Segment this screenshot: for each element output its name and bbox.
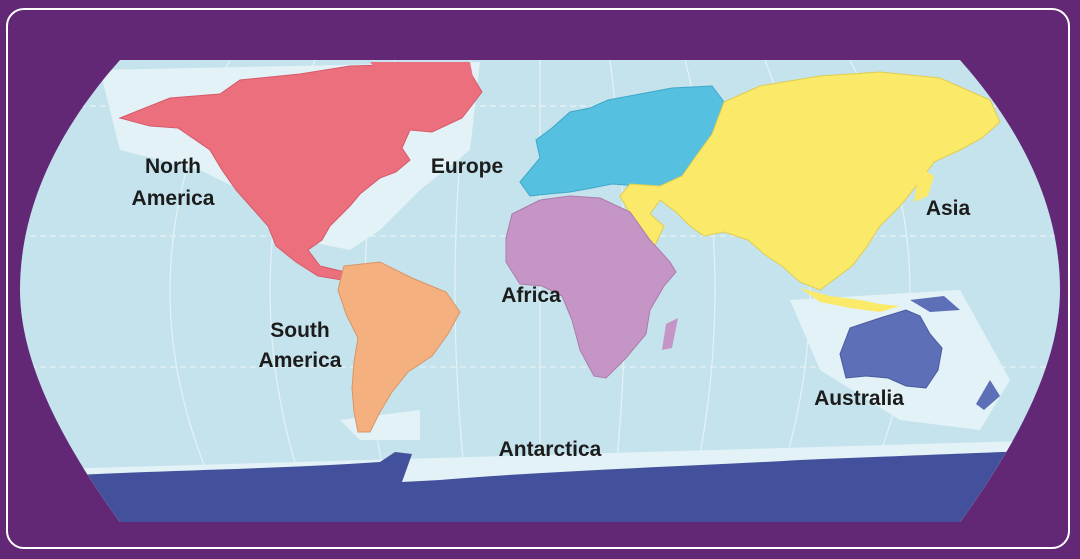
asia xyxy=(619,71,1001,291)
madagascar xyxy=(662,318,678,350)
australia xyxy=(839,309,943,389)
new-zealand xyxy=(976,380,1000,410)
label-europe: Europe xyxy=(431,155,503,178)
label-north-america: America xyxy=(132,187,215,210)
label-antarctica: Antarctica xyxy=(499,438,602,461)
south-america xyxy=(337,261,461,433)
indonesia xyxy=(800,288,900,312)
label-australia: Australia xyxy=(814,387,904,410)
label-north-america: North xyxy=(145,155,201,178)
greenland xyxy=(370,62,476,128)
antarctica xyxy=(20,450,1060,522)
label-south-america: America xyxy=(259,349,342,372)
map-frame xyxy=(6,8,1070,549)
label-south-america: South xyxy=(270,319,329,342)
japan xyxy=(914,168,934,202)
label-africa: Africa xyxy=(501,284,561,307)
new-guinea xyxy=(910,296,960,312)
africa xyxy=(505,195,677,379)
label-asia: Asia xyxy=(926,197,971,220)
